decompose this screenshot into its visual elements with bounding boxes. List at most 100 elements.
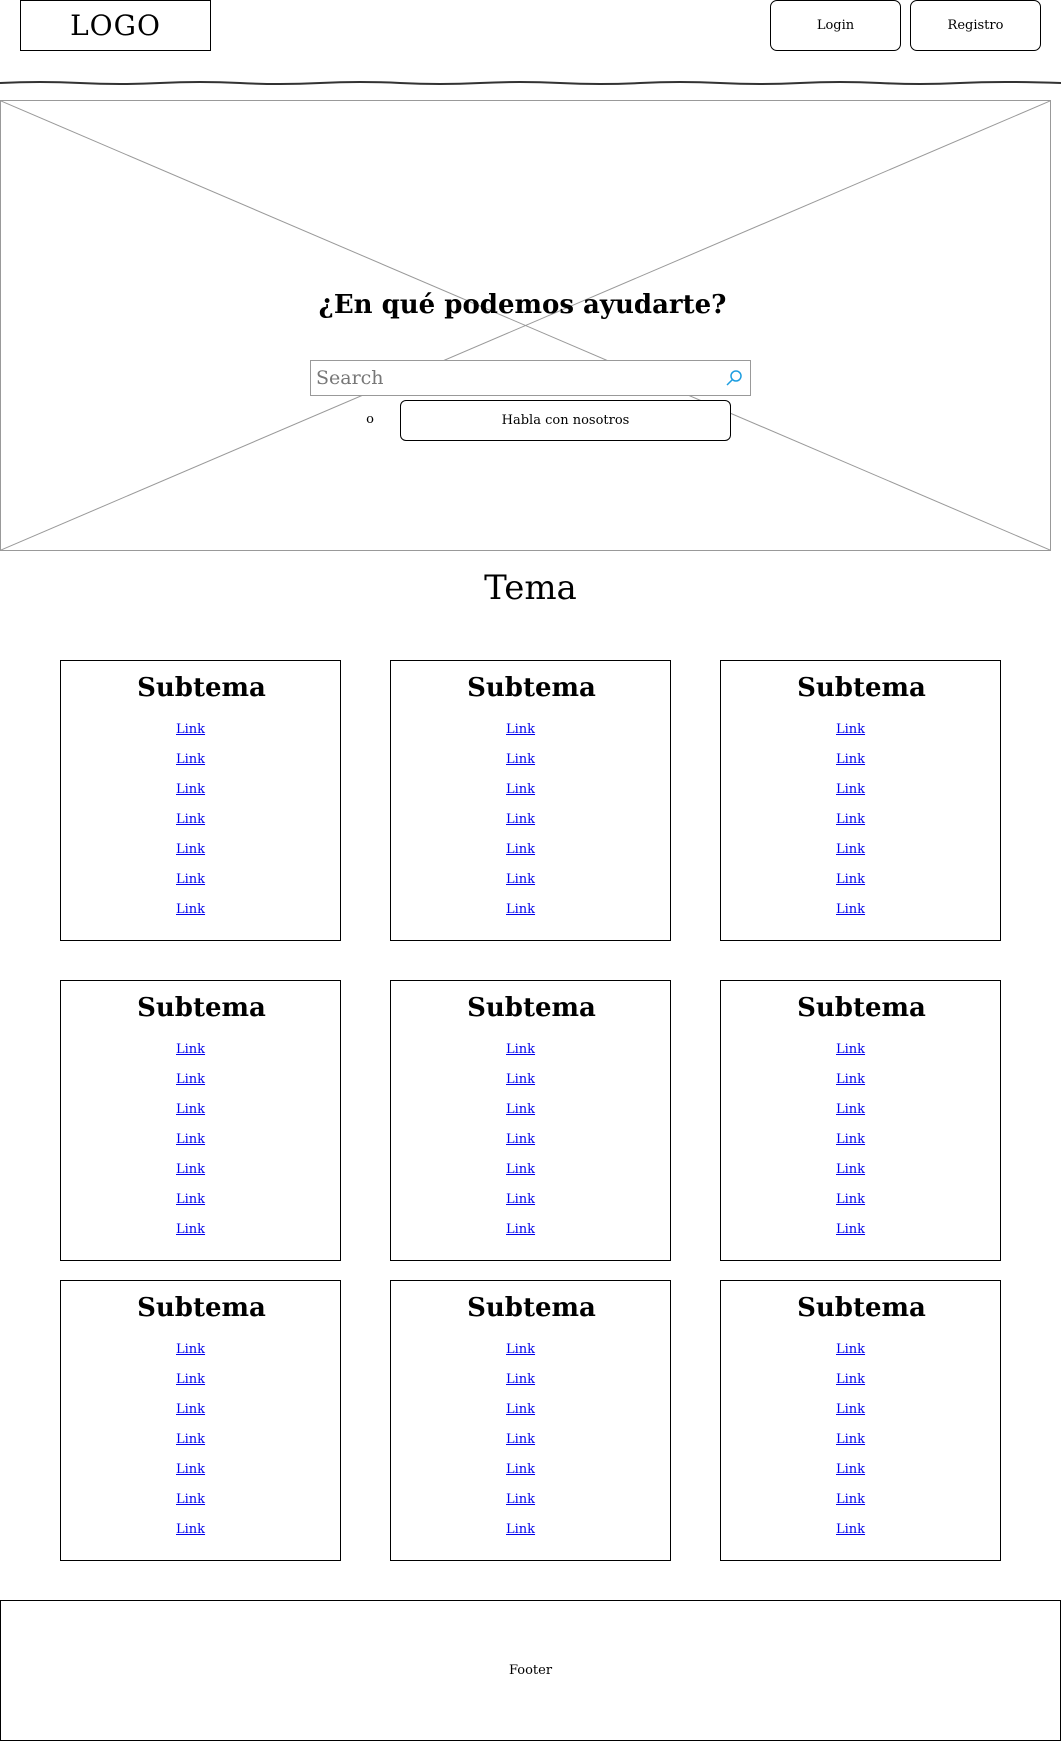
subtopic-link[interactable]: Link [836, 1072, 866, 1087]
subtopic-title: Subtema [137, 1293, 266, 1323]
subtopic-link[interactable]: Link [176, 782, 206, 797]
search-icon[interactable] [722, 366, 746, 390]
subtopic-link[interactable]: Link [176, 1042, 206, 1057]
subtopic-link[interactable]: Link [176, 1102, 206, 1117]
subtopic-link[interactable]: Link [836, 1402, 866, 1417]
subtopic-link[interactable]: Link [506, 1492, 536, 1507]
subtopic-link[interactable]: Link [836, 722, 866, 737]
subtopic-title: Subtema [467, 1293, 596, 1323]
subtopic-link[interactable]: Link [506, 782, 536, 797]
subtopic-link[interactable]: Link [836, 1132, 866, 1147]
subtopic-link[interactable]: Link [506, 1132, 536, 1147]
subtopic-link[interactable]: Link [176, 1402, 206, 1417]
subtopic-link[interactable]: Link [176, 722, 206, 737]
subtopic-link[interactable]: Link [176, 1192, 206, 1207]
subtopic-link[interactable]: Link [836, 1372, 866, 1387]
subtopic-card: Subtema Link Link Link Link Link Link Li… [60, 660, 341, 941]
subtopic-card: Subtema Link Link Link Link Link Link Li… [390, 980, 671, 1261]
subtopic-link[interactable]: Link [176, 752, 206, 767]
subtopic-link[interactable]: Link [836, 1522, 866, 1537]
subtopic-link[interactable]: Link [836, 902, 866, 917]
hero-image-placeholder [0, 100, 1051, 551]
footer-text: Footer [508, 1663, 553, 1678]
subtopic-link[interactable]: Link [836, 752, 866, 767]
search-input[interactable] [311, 363, 722, 393]
subtopic-link[interactable]: Link [836, 1192, 866, 1207]
subtopic-card: Subtema Link Link Link Link Link Link Li… [390, 660, 671, 941]
subtopic-title: Subtema [137, 993, 266, 1023]
subtopic-link[interactable]: Link [176, 1222, 206, 1237]
subtopic-link[interactable]: Link [176, 1342, 206, 1357]
subtopic-title: Subtema [137, 673, 266, 703]
subtopic-links: Link Link Link Link Link Link Link [506, 722, 626, 932]
subtopic-link[interactable]: Link [176, 1372, 206, 1387]
subtopic-link[interactable]: Link [176, 842, 206, 857]
or-text: o [366, 412, 374, 427]
subtopic-link[interactable]: Link [506, 812, 536, 827]
subtopic-link[interactable]: Link [176, 872, 206, 887]
subtopic-link[interactable]: Link [506, 1462, 536, 1477]
subtopic-link[interactable]: Link [836, 1342, 866, 1357]
subtopic-link[interactable]: Link [176, 1132, 206, 1147]
talk-to-us-button[interactable]: Habla con nosotros [400, 400, 731, 441]
subtopic-card: Subtema Link Link Link Link Link Link Li… [60, 1280, 341, 1561]
subtopic-link[interactable]: Link [176, 1072, 206, 1087]
footer: Footer [0, 1600, 1061, 1741]
subtopic-link[interactable]: Link [176, 1162, 206, 1177]
subtopic-link[interactable]: Link [836, 1102, 866, 1117]
subtopic-link[interactable]: Link [836, 1162, 866, 1177]
subtopic-link[interactable]: Link [506, 752, 536, 767]
subtopic-link[interactable]: Link [506, 902, 536, 917]
subtopic-link[interactable]: Link [506, 722, 536, 737]
subtopic-link[interactable]: Link [836, 1432, 866, 1447]
subtopic-link[interactable]: Link [836, 842, 866, 857]
subtopic-link[interactable]: Link [506, 1432, 536, 1447]
subtopic-links: Link Link Link Link Link Link Link [176, 1042, 296, 1252]
subtopic-link[interactable]: Link [506, 872, 536, 887]
subtopic-link[interactable]: Link [836, 782, 866, 797]
subtopic-link[interactable]: Link [506, 842, 536, 857]
subtopic-links: Link Link Link Link Link Link Link [176, 722, 296, 932]
subtopic-link[interactable]: Link [506, 1072, 536, 1087]
subtopic-links: Link Link Link Link Link Link Link [506, 1342, 626, 1552]
hero-title: ¿En qué podemos ayudarte? [318, 290, 727, 320]
subtopic-links: Link Link Link Link Link Link Link [836, 1042, 956, 1252]
subtopic-link[interactable]: Link [506, 1042, 536, 1057]
subtopic-link[interactable]: Link [836, 1462, 866, 1477]
subtopic-link[interactable]: Link [176, 1492, 206, 1507]
logo[interactable]: LOGO [20, 0, 211, 51]
subtopic-link[interactable]: Link [506, 1162, 536, 1177]
subtopic-link[interactable]: Link [836, 1492, 866, 1507]
subtopic-links: Link Link Link Link Link Link Link [506, 1042, 626, 1252]
subtopic-link[interactable]: Link [506, 1192, 536, 1207]
subtopic-link[interactable]: Link [176, 812, 206, 827]
subtopic-link[interactable]: Link [506, 1402, 536, 1417]
subtopic-links: Link Link Link Link Link Link Link [836, 1342, 956, 1552]
subtopic-link[interactable]: Link [836, 872, 866, 887]
subtopic-title: Subtema [797, 993, 926, 1023]
subtopic-link[interactable]: Link [506, 1102, 536, 1117]
subtopic-links: Link Link Link Link Link Link Link [836, 722, 956, 932]
subtopic-link[interactable]: Link [506, 1342, 536, 1357]
image-placeholder-cross [1, 101, 1050, 550]
subtopic-link[interactable]: Link [836, 812, 866, 827]
subtopic-link[interactable]: Link [176, 902, 206, 917]
subtopic-title: Subtema [467, 993, 596, 1023]
login-button[interactable]: Login [770, 0, 901, 51]
subtopic-card: Subtema Link Link Link Link Link Link Li… [720, 980, 1001, 1261]
subtopic-title: Subtema [797, 673, 926, 703]
subtopic-link[interactable]: Link [506, 1222, 536, 1237]
subtopic-link[interactable]: Link [836, 1222, 866, 1237]
register-button[interactable]: Registro [910, 0, 1041, 51]
subtopic-link[interactable]: Link [176, 1432, 206, 1447]
subtopic-card: Subtema Link Link Link Link Link Link Li… [60, 980, 341, 1261]
subtopic-links: Link Link Link Link Link Link Link [176, 1342, 296, 1552]
subtopic-link[interactable]: Link [176, 1522, 206, 1537]
search-box[interactable] [310, 360, 751, 396]
subtopic-title: Subtema [467, 673, 596, 703]
subtopic-link[interactable]: Link [506, 1522, 536, 1537]
subtopic-link[interactable]: Link [176, 1462, 206, 1477]
subtopic-link[interactable]: Link [506, 1372, 536, 1387]
section-title: Tema [484, 568, 577, 608]
subtopic-link[interactable]: Link [836, 1042, 866, 1057]
